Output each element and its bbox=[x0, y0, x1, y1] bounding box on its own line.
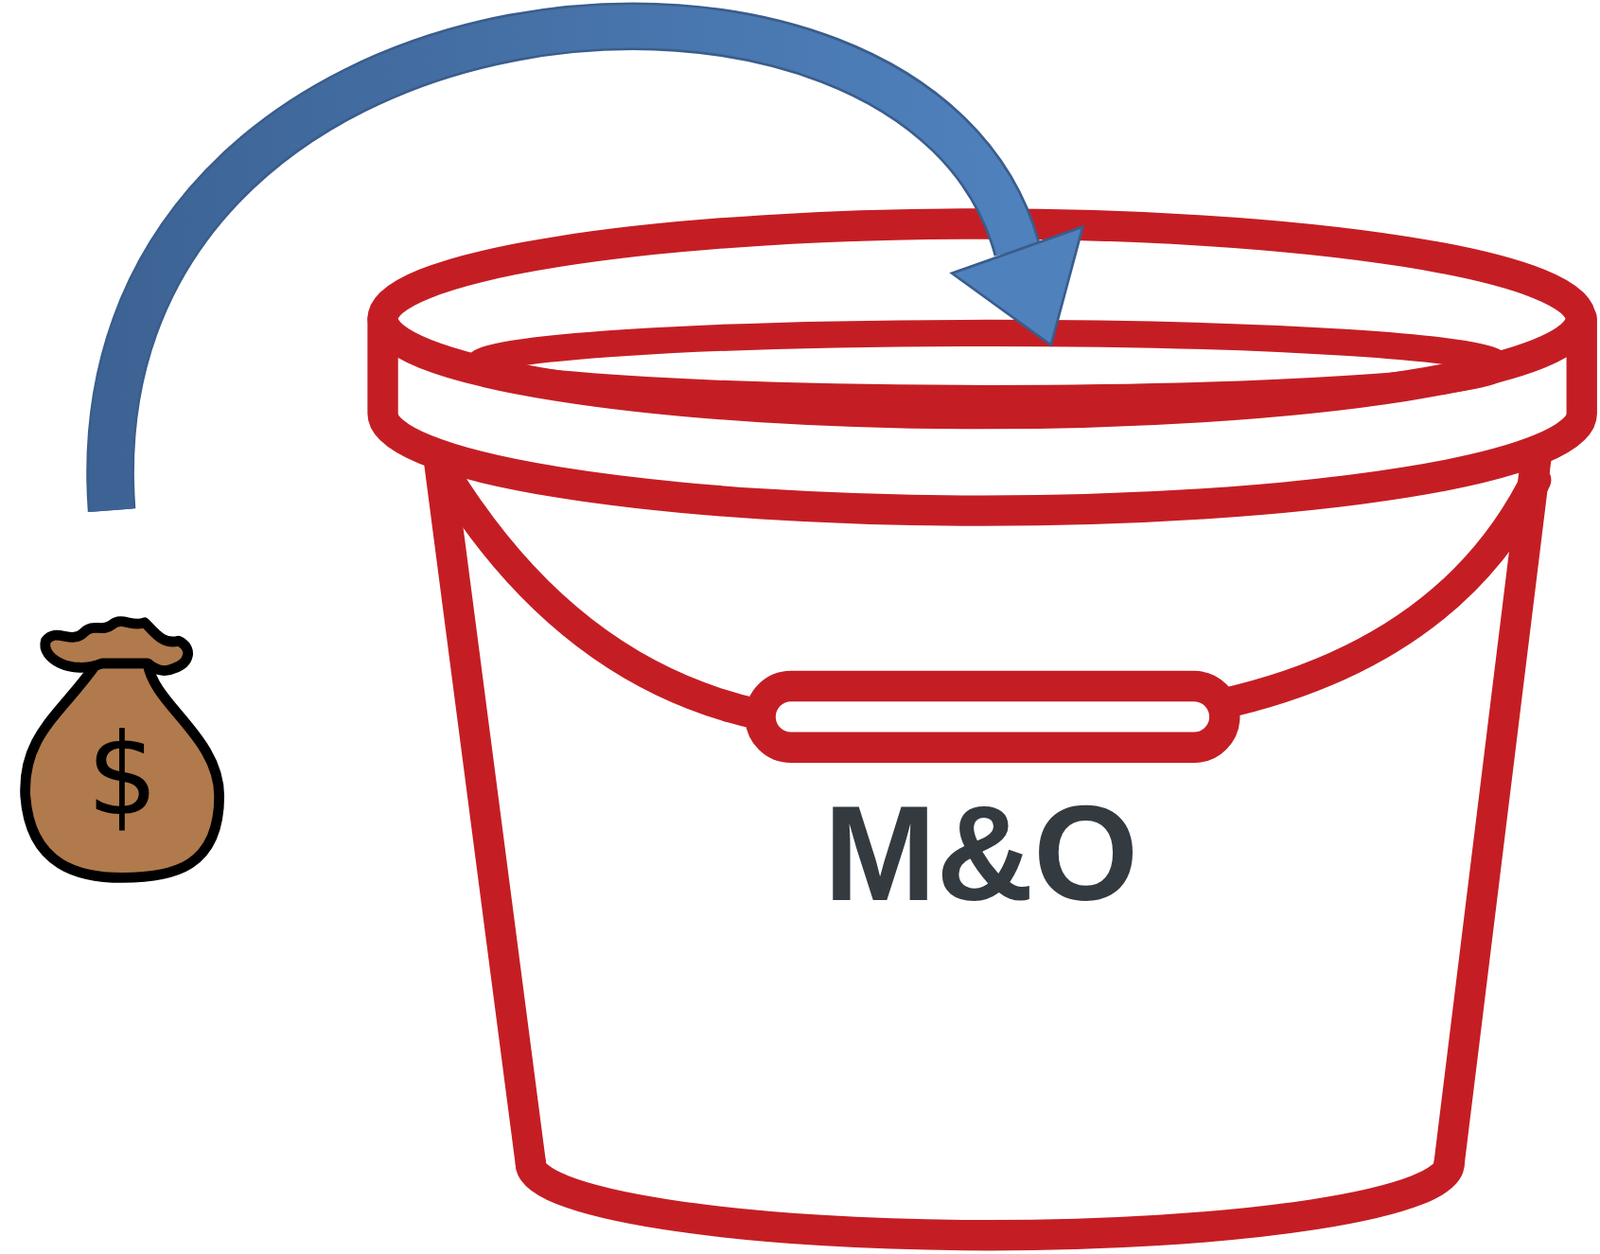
arrow-shaft-outline bbox=[110, 26, 1019, 510]
currency-symbol: $ bbox=[15, 719, 229, 832]
bucket-bottom bbox=[530, 1162, 1450, 1234]
bucket-rim-top bbox=[382, 223, 1581, 414]
bucket-label: M&O bbox=[362, 786, 1600, 921]
arrow-shaft bbox=[110, 26, 1019, 510]
money-bag-tuft bbox=[45, 621, 189, 671]
flow-arrow bbox=[110, 26, 1084, 510]
bucket-container-outline bbox=[362, 204, 1600, 1254]
arrow-head bbox=[951, 227, 1083, 346]
bucket-opening bbox=[477, 333, 1498, 399]
money-bag: $ bbox=[15, 612, 229, 883]
bucket-container: M&O bbox=[362, 204, 1600, 1254]
bucket-handle-grip bbox=[759, 685, 1225, 748]
